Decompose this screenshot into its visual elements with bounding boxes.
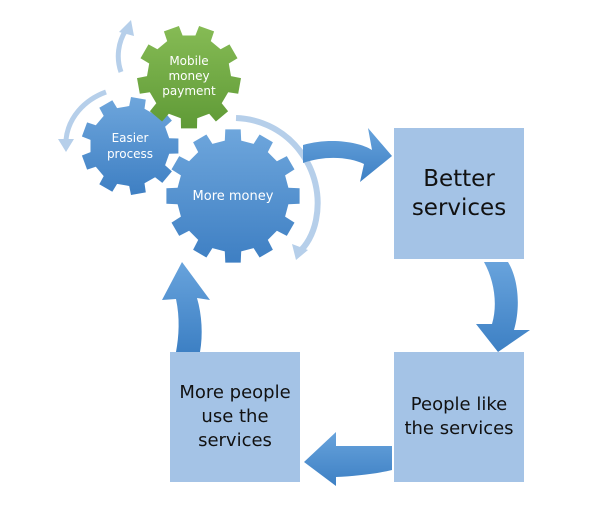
gear-more-money <box>166 129 300 263</box>
box-more-people: More people use the services <box>170 352 300 482</box>
flow-arrow-people-to-more <box>304 432 392 486</box>
gear-label-easier: Easier process <box>106 131 154 161</box>
gear-mobile-money <box>137 26 241 129</box>
gear-more-money-teeth <box>166 129 300 263</box>
gear-mobile-teeth <box>137 26 241 129</box>
orbit-arrow-top <box>115 28 129 73</box>
gear-easier-teeth <box>81 97 179 195</box>
gear-easier-process <box>81 97 179 195</box>
box-more-people-label: More people use the services <box>179 382 291 451</box>
orbit-arrow-right <box>235 115 321 255</box>
flow-arrow-gear-to-better <box>303 128 392 182</box>
orbit-arrow-left <box>63 89 107 141</box>
flow-arrow-more-to-gear <box>162 262 210 352</box>
box-people-like: People like the services <box>394 352 524 482</box>
box-people-like-label: People like the services <box>404 394 514 439</box>
gear-label-more-money: More money <box>192 189 274 204</box>
box-better-services-label: Better services <box>411 165 507 221</box>
orbit-arrow-left-head <box>58 139 74 152</box>
orbit-arrow-right-head <box>292 244 308 260</box>
gear-label-mobile: Mobile money payment <box>162 53 216 98</box>
flow-arrow-better-to-people <box>476 262 530 352</box>
orbit-arrow-top-head <box>119 20 134 36</box>
box-better-services: Better services <box>394 128 524 259</box>
